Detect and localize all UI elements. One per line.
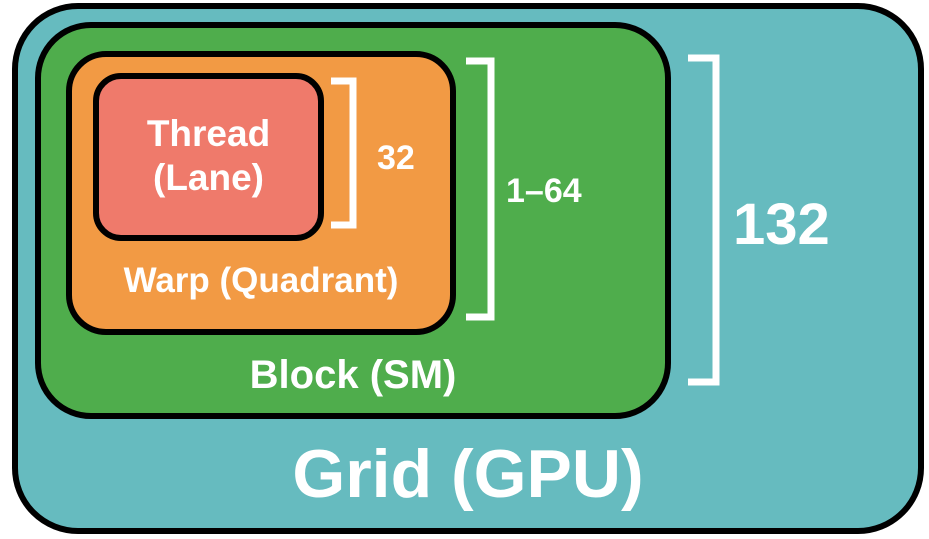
warps-per-block-bracket: [466, 57, 495, 321]
warps-per-block-count: 1–64: [506, 172, 582, 210]
thread-label: Thread (Lane): [93, 112, 324, 201]
threads-per-warp-bracket: [331, 77, 357, 229]
warp-label: Warp (Quadrant): [123, 261, 399, 300]
blocks-per-grid-count: 132: [733, 192, 830, 257]
blocks-per-grid-bracket: [688, 54, 720, 386]
grid-label: Grid (GPU): [292, 436, 644, 512]
block-label: Block (SM): [249, 353, 457, 397]
thread-lane-box: [93, 73, 324, 241]
thread-label-line2: (Lane): [153, 157, 264, 199]
threads-per-warp-count: 32: [377, 139, 415, 177]
thread-label-line1: Thread: [146, 113, 271, 154]
